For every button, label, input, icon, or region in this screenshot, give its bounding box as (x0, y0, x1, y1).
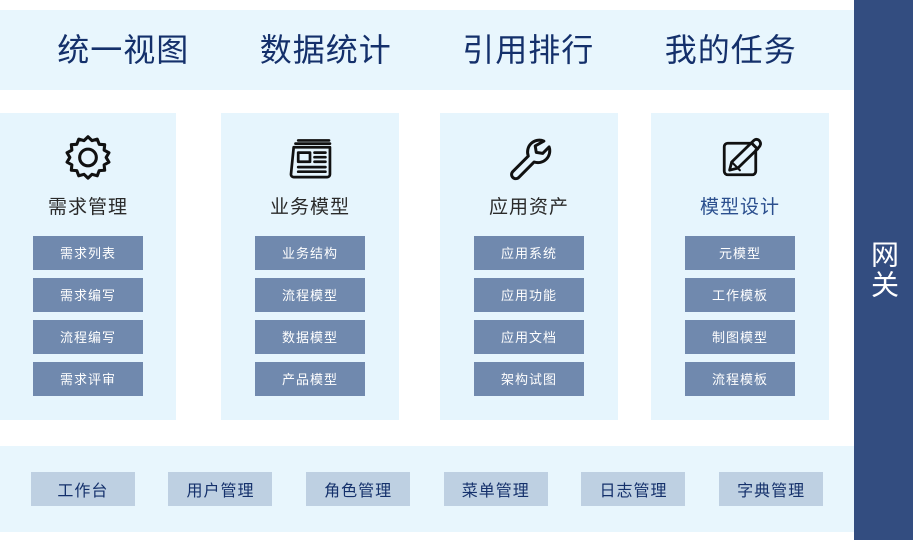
gateway-label: 网关 (868, 240, 899, 300)
gateway-rail: 网关 (854, 0, 913, 540)
button-user-management[interactable]: 用户管理 (168, 472, 273, 506)
button-data-model[interactable]: 数据模型 (255, 319, 365, 354)
button-diagram-model[interactable]: 制图模型 (685, 319, 795, 354)
button-application-function[interactable]: 应用功能 (474, 277, 584, 312)
button-requirement-list[interactable]: 需求列表 (33, 235, 143, 270)
card-application-assets[interactable]: 应用资产 应用系统 应用功能 应用文档 架构试图 (440, 113, 618, 420)
card-title: 需求管理 (47, 197, 128, 218)
button-business-structure[interactable]: 业务结构 (255, 235, 365, 270)
pencil-square-icon (708, 127, 772, 191)
card-title: 模型设计 (699, 197, 780, 218)
tab-my-tasks[interactable]: 我的任务 (664, 32, 797, 68)
card-model-design[interactable]: 模型设计 元模型 工作模板 制图模型 流程模板 (651, 113, 829, 420)
button-application-system[interactable]: 应用系统 (474, 235, 584, 270)
button-architecture-view[interactable]: 架构试图 (474, 361, 584, 396)
button-product-model[interactable]: 产品模型 (255, 361, 365, 396)
newspaper-icon (278, 127, 342, 191)
top-navigation-bar: 统一视图 数据统计 引用排行 我的任务 (0, 10, 854, 90)
button-menu-management[interactable]: 菜单管理 (443, 472, 548, 506)
bottom-admin-bar: 工作台 用户管理 角色管理 菜单管理 日志管理 字典管理 (0, 446, 854, 532)
button-work-template[interactable]: 工作模板 (685, 277, 795, 312)
button-dictionary-management[interactable]: 字典管理 (719, 472, 824, 506)
card-requirement-management[interactable]: 需求管理 需求列表 需求编写 流程编写 需求评审 (0, 113, 176, 420)
wrench-icon (497, 127, 561, 191)
button-application-document[interactable]: 应用文档 (474, 319, 584, 354)
tab-citation-ranking[interactable]: 引用排行 (462, 32, 595, 68)
gear-icon (56, 127, 120, 191)
button-requirement-authoring[interactable]: 需求编写 (33, 277, 143, 312)
card-button-group: 应用系统 应用功能 应用文档 架构试图 (474, 235, 584, 396)
button-process-template[interactable]: 流程模板 (685, 361, 795, 396)
card-button-group: 元模型 工作模板 制图模型 流程模板 (685, 235, 795, 396)
card-title: 应用资产 (488, 197, 569, 218)
button-meta-model[interactable]: 元模型 (685, 235, 795, 270)
card-business-model[interactable]: 业务模型 业务结构 流程模型 数据模型 产品模型 (221, 113, 399, 420)
card-button-group: 业务结构 流程模型 数据模型 产品模型 (255, 235, 365, 396)
button-process-model[interactable]: 流程模型 (255, 277, 365, 312)
button-process-authoring[interactable]: 流程编写 (33, 319, 143, 354)
button-log-management[interactable]: 日志管理 (581, 472, 686, 506)
card-button-group: 需求列表 需求编写 流程编写 需求评审 (33, 235, 143, 396)
button-role-management[interactable]: 角色管理 (306, 472, 411, 506)
tab-data-statistics[interactable]: 数据统计 (259, 32, 392, 68)
card-title: 业务模型 (269, 197, 350, 218)
button-requirement-review[interactable]: 需求评审 (33, 361, 143, 396)
button-workbench[interactable]: 工作台 (30, 472, 135, 506)
module-card-row: 需求管理 需求列表 需求编写 流程编写 需求评审 业务模型 业务结构 (0, 113, 854, 420)
tab-unified-view[interactable]: 统一视图 (57, 32, 190, 68)
